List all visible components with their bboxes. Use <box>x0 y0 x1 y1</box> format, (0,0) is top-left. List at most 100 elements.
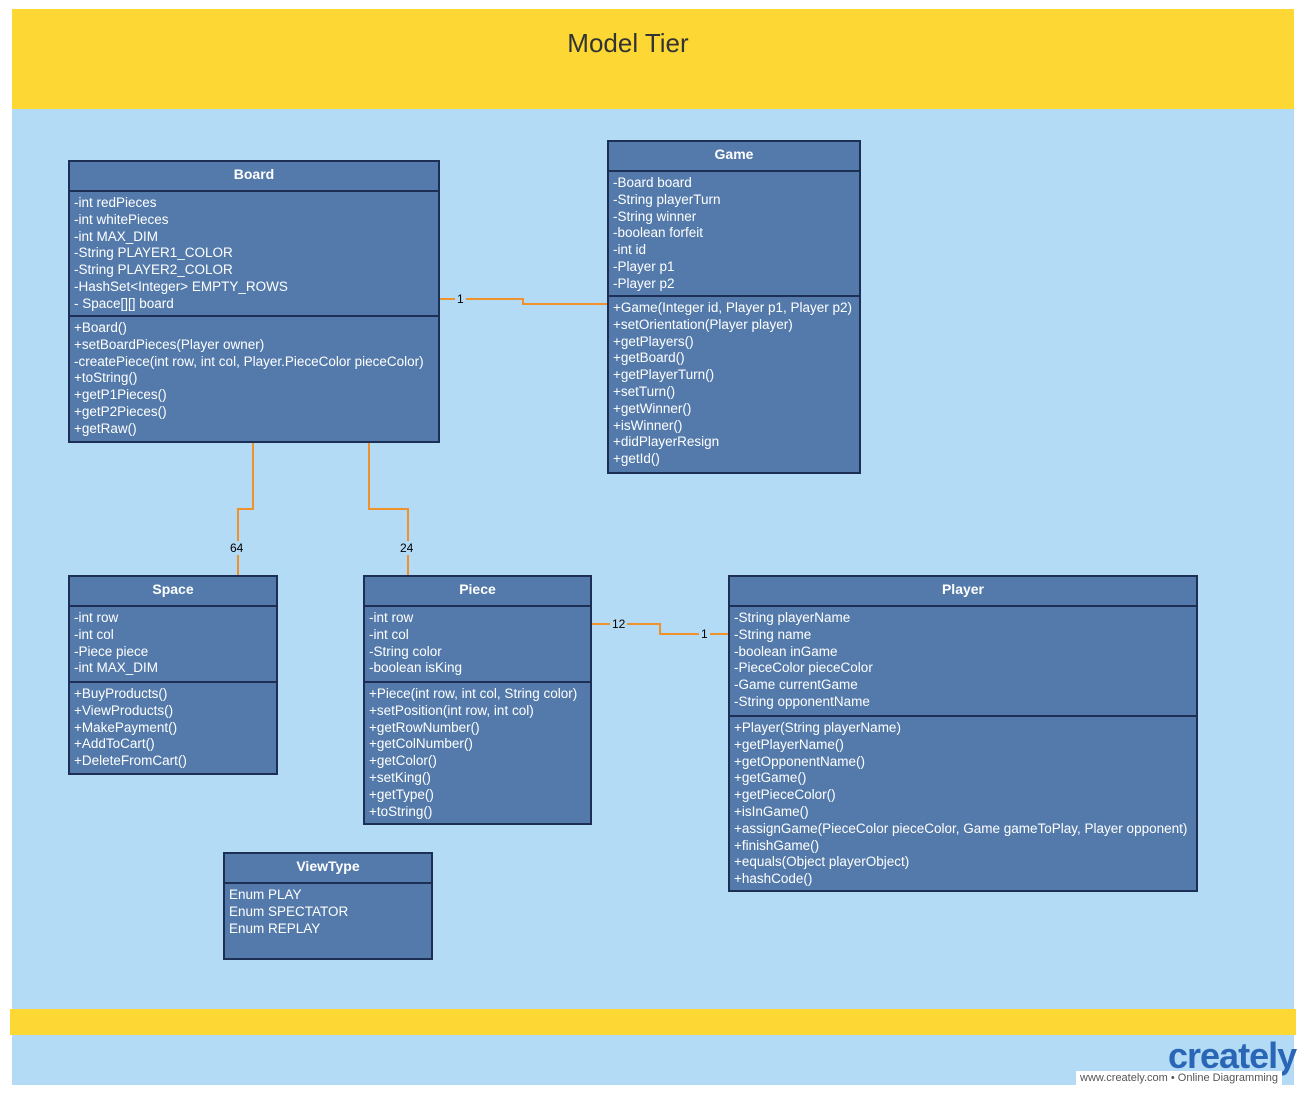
class-piece-attribute: -boolean isKing <box>369 660 463 676</box>
class-space-method: +BuyProducts() <box>74 686 168 701</box>
class-player-attribute: -String opponentName <box>734 693 870 709</box>
class-player-attributes: -String playerName -String name -boolean… <box>730 607 1196 717</box>
class-space-method: +DeleteFromCart() <box>74 753 187 769</box>
class-player-method: +isInGame() <box>734 803 809 819</box>
class-player-method: +getPieceColor() <box>734 787 836 803</box>
class-board-method: +getP2Pieces() <box>74 403 167 419</box>
multiplicity-board-game: 1 <box>455 292 466 306</box>
class-game-method: +Game(Integer id, Player p1, Player p2) <box>613 300 852 315</box>
class-player-attribute: -Game currentGame <box>734 677 858 693</box>
class-game-method: +didPlayerResign <box>613 434 720 450</box>
class-game-attribute: -Player p1 <box>613 258 675 274</box>
class-board-method: +setBoardPieces(Player owner) <box>74 336 265 352</box>
class-space-attribute: -int row <box>74 610 119 625</box>
class-player-name: Player <box>730 577 1196 607</box>
class-viewtype-value: Enum PLAY <box>229 887 302 902</box>
class-viewtype-value: Enum SPECTATOR <box>229 903 349 919</box>
creately-tagline[interactable]: www.creately.com • Online Diagramming <box>1076 1071 1283 1085</box>
class-player-method: +assignGame(PieceColor pieceColor, Game … <box>734 820 1188 836</box>
class-piece-method: +getColNumber() <box>369 736 473 752</box>
class-player-method: +getOpponentName() <box>734 753 865 769</box>
class-space-attribute: -int col <box>74 626 114 642</box>
class-piece-methods: +Piece(int row, int col, String color) +… <box>365 683 590 824</box>
class-game-attribute: -Player p2 <box>613 275 675 291</box>
class-piece-method: +setPosition(int row, int col) <box>369 702 534 718</box>
class-space-method: +ViewProducts() <box>74 702 174 718</box>
class-player-attribute: -String name <box>734 626 812 642</box>
class-viewtype-values: Enum PLAY Enum SPECTATOR Enum REPLAY <box>225 884 431 941</box>
class-game-methods: +Game(Integer id, Player p1, Player p2) … <box>609 297 859 472</box>
footer-band <box>10 1009 1296 1035</box>
class-game-method: +setTurn() <box>613 383 676 399</box>
class-board-attribute: -int redPieces <box>74 195 157 210</box>
class-piece-attribute: -int col <box>369 626 409 642</box>
class-space-attributes: -int row -int col -Piece piece -int MAX_… <box>70 607 276 683</box>
class-space-method: +MakePayment() <box>74 719 178 735</box>
class-player-method: +Player(String playerName) <box>734 720 901 735</box>
connector-board-space[interactable] <box>237 442 254 576</box>
class-game-method: +getPlayers() <box>613 333 694 349</box>
connector-board-piece[interactable] <box>368 442 409 576</box>
class-player-attribute: -PieceColor pieceColor <box>734 660 873 676</box>
class-game[interactable]: Game -Board board -String playerTurn -St… <box>607 140 861 474</box>
class-player-method: +equals(Object playerObject) <box>734 854 910 870</box>
class-player[interactable]: Player -String playerName -String name -… <box>728 575 1198 892</box>
multiplicity-board-space: 64 <box>228 541 246 555</box>
class-piece-method: +getColor() <box>369 753 437 769</box>
class-game-attribute: -int id <box>613 242 647 258</box>
class-viewtype[interactable]: ViewType Enum PLAY Enum SPECTATOR Enum R… <box>223 852 433 960</box>
class-board-method: +Board() <box>74 320 127 335</box>
class-space-method: +AddToCart() <box>74 736 155 752</box>
class-piece-method: +getType() <box>369 786 434 802</box>
class-player-method: +hashCode() <box>734 871 813 887</box>
class-player-method: +finishGame() <box>734 837 820 853</box>
class-game-method: +getId() <box>613 451 660 467</box>
connector-board-game[interactable] <box>439 298 608 305</box>
class-piece-method: +toString() <box>369 803 433 819</box>
class-space-attribute: -Piece piece <box>74 643 149 659</box>
class-piece-attribute: -int row <box>369 610 414 625</box>
class-game-attribute: -boolean forfeit <box>613 225 704 241</box>
class-game-attribute: -String playerTurn <box>613 191 721 207</box>
page-title: Model Tier <box>567 28 689 58</box>
class-board-attribute: -int whitePieces <box>74 211 169 227</box>
class-space-attribute: -int MAX_DIM <box>74 660 159 676</box>
class-game-method: +getWinner() <box>613 400 692 416</box>
header-band <box>12 9 1294 109</box>
class-game-attribute: -Board board <box>613 175 692 190</box>
class-piece-method: +setKing() <box>369 769 431 785</box>
class-player-method: +getPlayerName() <box>734 736 844 752</box>
multiplicity-player-side: 1 <box>699 627 710 641</box>
class-game-method: +isWinner() <box>613 417 683 433</box>
class-game-method: +getPlayerTurn() <box>613 367 715 383</box>
class-board-attribute: -HashSet<Integer> EMPTY_ROWS <box>74 278 288 294</box>
multiplicity-board-piece: 24 <box>398 541 416 555</box>
class-game-attributes: -Board board -String playerTurn -String … <box>609 172 859 297</box>
class-player-attribute: -String playerName <box>734 610 851 625</box>
multiplicity-piece-side: 12 <box>610 617 628 631</box>
class-board-attribute: -String PLAYER2_COLOR <box>74 262 233 278</box>
class-game-attribute: -String winner <box>613 208 697 224</box>
class-board-attribute: - Space[][] board <box>74 295 174 311</box>
class-space-name: Space <box>70 577 276 607</box>
class-board-attribute: -int MAX_DIM <box>74 228 159 244</box>
class-player-attribute: -boolean inGame <box>734 643 838 659</box>
class-piece-method: +getRowNumber() <box>369 719 480 735</box>
class-piece-name: Piece <box>365 577 590 607</box>
class-board-method: +getRaw() <box>74 420 137 436</box>
class-player-methods: +Player(String playerName) +getPlayerNam… <box>730 717 1196 892</box>
class-board-attributes: -int redPieces -int whitePieces -int MAX… <box>70 192 438 317</box>
class-board-method: +toString() <box>74 370 138 386</box>
class-space[interactable]: Space -int row -int col -Piece piece -in… <box>68 575 278 775</box>
class-board-methods: +Board() +setBoardPieces(Player owner) -… <box>70 317 438 442</box>
class-board-method: +getP1Pieces() <box>74 387 167 403</box>
class-board[interactable]: Board -int redPieces -int whitePieces -i… <box>68 160 440 443</box>
class-board-method: -createPiece(int row, int col, Player.Pi… <box>74 353 424 369</box>
class-piece-method: +Piece(int row, int col, String color) <box>369 686 578 701</box>
class-piece[interactable]: Piece -int row -int col -String color -b… <box>363 575 592 825</box>
class-game-name: Game <box>609 142 859 172</box>
creately-logo[interactable]: creately <box>1168 1035 1297 1076</box>
class-viewtype-value: Enum REPLAY <box>229 920 321 936</box>
class-player-method: +getGame() <box>734 770 807 786</box>
class-piece-attribute: -String color <box>369 643 442 659</box>
